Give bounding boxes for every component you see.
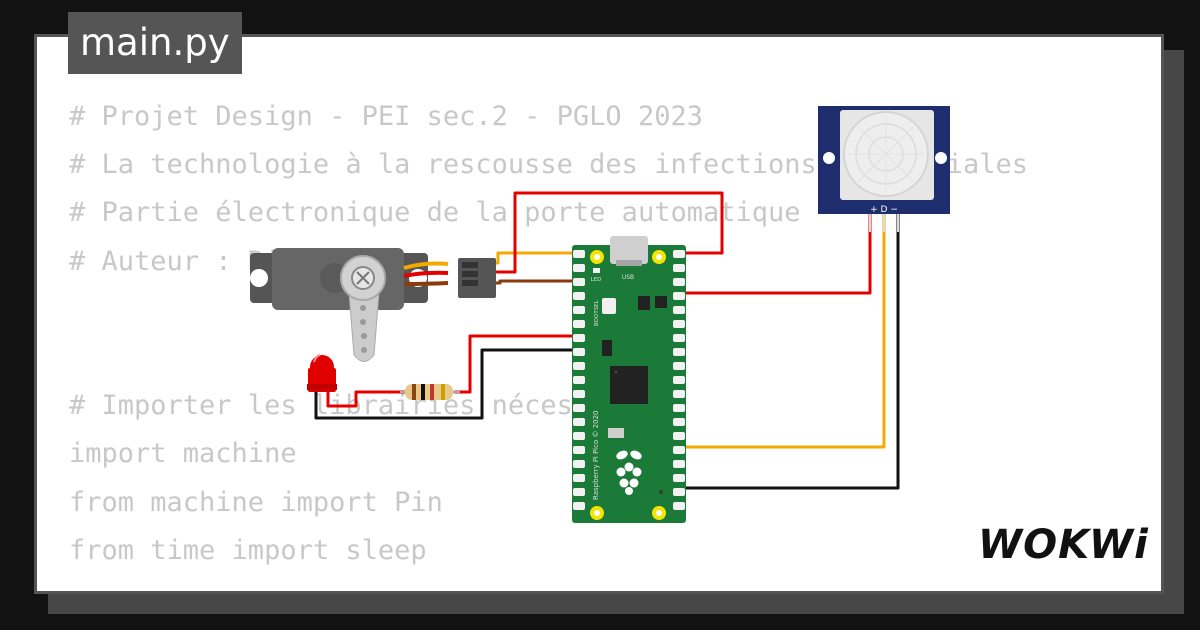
onboard-led [593,268,600,273]
code-line: # Projet Design - PEI sec.2 - PGLO 2023 [69,101,703,132]
wire-pir-power [678,210,872,295]
pico-left-pins [573,250,585,510]
raspberry-logo-icon [616,450,642,495]
code-line: from time import sleep [69,534,427,566]
wire-led-ground [314,348,590,420]
servo-motor[interactable] [250,248,496,362]
wire-led-anode [326,386,407,408]
wire-pir-ground [678,210,900,490]
file-tab[interactable]: main.py [68,12,242,74]
bootsel-label: BOOTSEL [594,299,600,326]
board-silkscreen: Raspberry Pi Pico © 2020 [592,411,600,501]
bootsel-button[interactable] [602,298,616,314]
usb-label: USB [622,274,634,281]
code-line: # Partie électronique de la porte automa… [69,197,801,229]
led-label: LED [591,277,602,283]
pir-pin-labels: + D − [870,205,898,215]
wire-pir-data [678,210,886,449]
code-line: import machine [69,438,297,470]
wire-resistor-pico [453,334,590,394]
wokwi-logo: WOKWi [978,522,1149,568]
code-line: from machine import Pin [69,486,443,518]
pico-right-pins [673,250,685,510]
code-preview: # Projet Design - PEI sec.2 - PGLO 2023 #… [69,93,1028,575]
wires [314,191,900,490]
wire-servo-power [476,191,724,274]
pir-motion-sensor[interactable]: + D − [818,106,950,232]
usb-connector [610,236,648,264]
resistor[interactable] [400,384,460,400]
raspberry-pi-pico[interactable]: USB LED BOOTSEL Raspberry Pi Pico © 2020 [572,236,686,523]
red-led[interactable] [307,354,337,392]
